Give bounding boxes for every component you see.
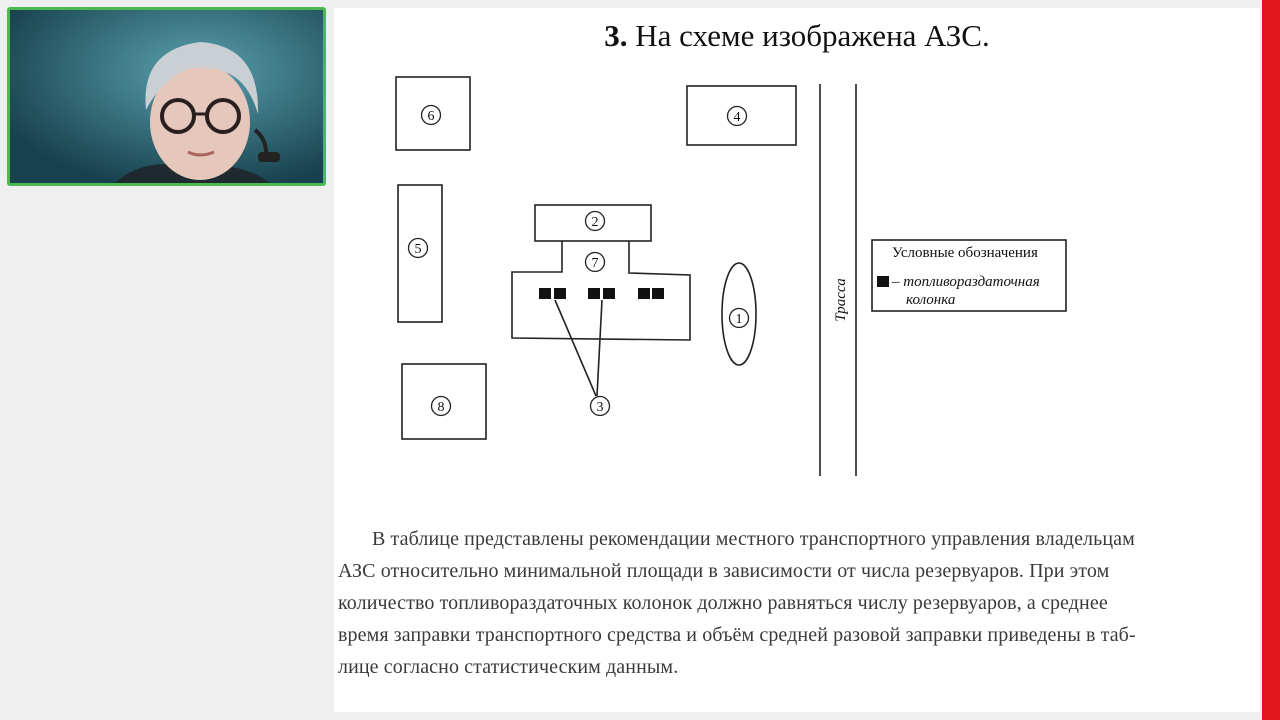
legend-item-line1: – топливораздаточная [891,274,1040,290]
building-8 [401,363,487,440]
building-6 [395,76,471,151]
label-1: 1 [736,312,743,327]
presenter-image [10,10,323,183]
dispenser [603,288,615,299]
title-text: На схеме изображена АЗС. [635,18,990,53]
label-2: 2 [592,215,599,230]
description-line: В таблице представлены рекомендации мест… [372,528,1135,550]
label-4: 4 [734,110,741,125]
title-number: 3. [604,18,628,53]
gas-station-diagram: 6 4 5 8 2 7 1 3 Трасса Условные обозначе… [395,76,1067,476]
dispenser [554,288,566,299]
road-label: Трасса [833,278,849,321]
label-7: 7 [592,256,599,271]
label-6: 6 [428,109,435,124]
fuel-dispensers [539,276,889,299]
dispenser [652,288,664,299]
label-8: 8 [438,400,445,415]
description-line: время заправки транспортного средства и … [338,624,1136,646]
slide-title: 3. На схеме изображена АЗС. [334,18,1260,54]
dispenser [588,288,600,299]
label-3: 3 [597,400,604,415]
dispenser [539,288,551,299]
building-4 [686,85,797,146]
dispenser [638,288,650,299]
webcam-video[interactable] [7,7,326,186]
slide: 3. На схеме изображена АЗС. [334,8,1260,712]
building-5 [397,184,443,323]
canopy-7 [511,241,691,341]
description-line: лице согласно статистическим данным. [338,656,679,678]
building-2 [534,204,652,242]
legend-dispenser-symbol [877,276,889,287]
accent-border [1262,0,1280,720]
island-1 [721,262,757,366]
description-line: количество топливораздаточных колонок до… [338,592,1108,614]
legend-title: Условные обозначения [892,245,1038,261]
label-5: 5 [415,242,422,257]
description-line: АЗС относительно минимальной площади в з… [338,560,1110,582]
legend-item-line2: колонка [906,292,955,308]
description-text: В таблице представлены рекомендации мест… [334,516,1260,686]
legend-box [871,239,1067,312]
